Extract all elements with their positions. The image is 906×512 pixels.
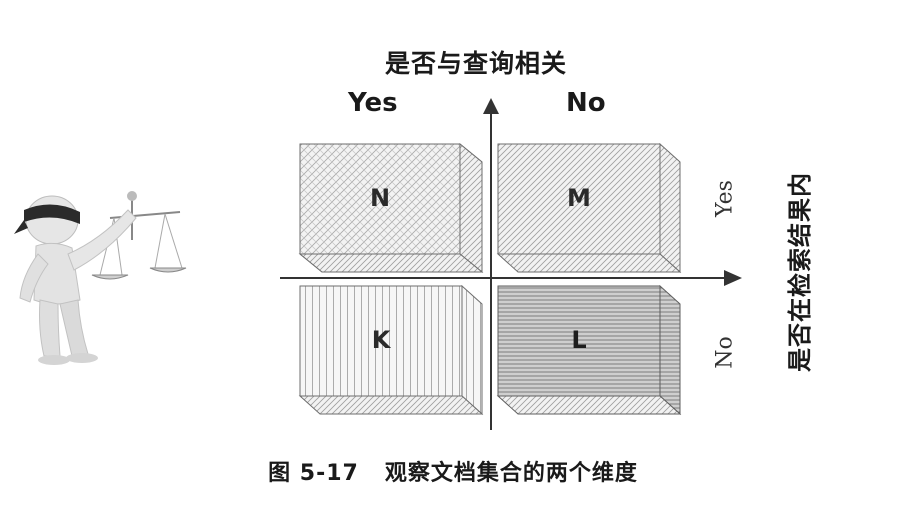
quadrant-diagram: N M K L: [280, 98, 742, 430]
row-label-no: No: [712, 336, 738, 369]
quadrant-label-n: N: [370, 184, 390, 212]
quadrant-label-k: K: [372, 326, 392, 354]
figure-caption-text: 观察文档集合的两个维度: [384, 461, 638, 486]
quadrant-box-top-left: [298, 142, 484, 274]
quadrant-box-bottom-right: [496, 284, 682, 416]
figure-number: 图 5-17: [268, 461, 359, 486]
quadrant-box-top-right: [496, 142, 682, 274]
quadrant-label-l: L: [571, 326, 586, 354]
top-axis-title: 是否与查询相关: [385, 49, 568, 78]
justice-figure-illustration: [14, 191, 187, 365]
horizontal-axis-arrowhead: [724, 270, 742, 286]
column-label-no: No: [566, 88, 606, 118]
quadrant-box-bottom-left: [298, 284, 484, 416]
figure-caption: 图 5-17 观察文档集合的两个维度: [0, 455, 906, 487]
column-label-yes: Yes: [348, 88, 398, 118]
side-axis-title: 是否在检索结果内: [786, 172, 814, 372]
row-label-yes: Yes: [712, 180, 738, 217]
quadrant-label-m: M: [567, 184, 591, 212]
vertical-axis-arrowhead: [483, 98, 499, 114]
